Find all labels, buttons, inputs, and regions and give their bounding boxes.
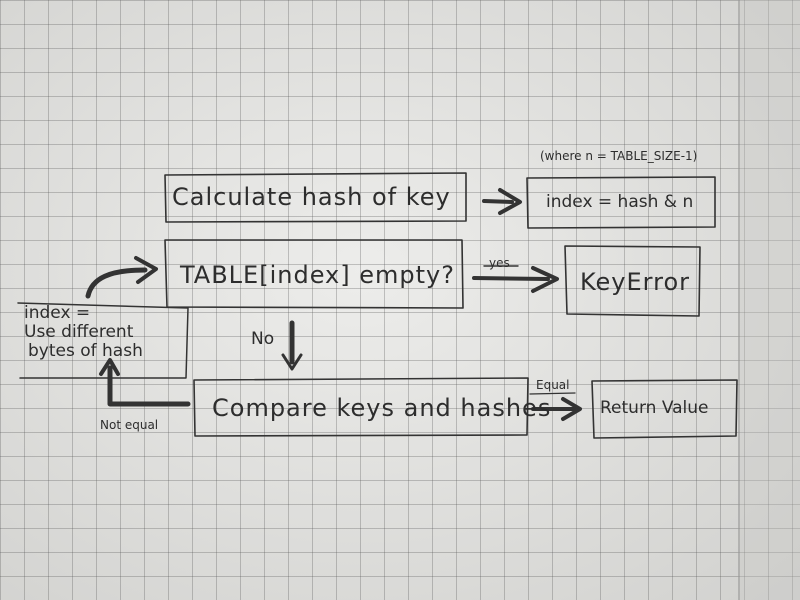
table-check-box: [164, 239, 464, 309]
rehash-label-line2: Use different: [24, 322, 134, 342]
rehash-label-line3: bytes of hash: [28, 341, 143, 361]
compare-box: [193, 377, 529, 437]
calculate-label: Calculate hash of key: [172, 183, 451, 211]
arrow-yes: [472, 276, 550, 281]
table-check-label: TABLE[index] empty?: [180, 261, 455, 289]
arrow-rehash-to-table: [85, 267, 148, 299]
edge-no-label: No: [251, 329, 275, 349]
compare-label: Compare keys and hashes: [212, 394, 552, 422]
index-formula-label: index = hash & n: [546, 192, 694, 212]
return-box: [591, 379, 738, 439]
edge-equal-label: Equal: [536, 378, 570, 392]
rehash-box: [17, 302, 189, 379]
edge-not-equal-label: Not equal: [100, 418, 159, 432]
index-formula-box: [526, 176, 716, 229]
return-value-label: Return Value: [600, 398, 709, 418]
arrow-calculate-to-index: [482, 199, 514, 204]
arrow-not-equal: [107, 365, 191, 407]
edge-yes-label: yes: [489, 256, 510, 270]
index-note-label: (where n = TABLE_SIZE-1): [540, 149, 698, 163]
rehash-label-line1: index =: [24, 303, 91, 323]
next-page-edge: [738, 0, 800, 600]
key-error-label: KeyError: [580, 268, 691, 296]
calculate-box: [164, 172, 467, 223]
key-error-box: [564, 245, 701, 317]
